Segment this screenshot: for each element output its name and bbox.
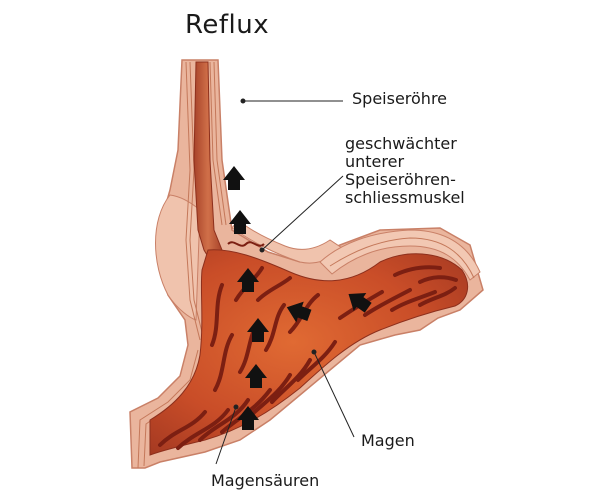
arrow-up-icon [229, 210, 251, 234]
weak-sphincter-line [227, 241, 265, 247]
arrow-up-icon [237, 268, 259, 292]
label-sphincter-line-2: unterer [345, 152, 405, 171]
arrow-left-icon [286, 301, 312, 323]
leader-dot-esophagus [240, 98, 246, 104]
leader-acids [215, 406, 237, 465]
leader-dot-sphincter [259, 247, 265, 253]
leader-stomach [313, 351, 355, 438]
label-sphincter-line-3: Speiseröhren- [345, 170, 456, 189]
label-stomach-acids: Magensäuren [211, 471, 320, 490]
leader-lines [215, 98, 355, 465]
reflux-arrows-up [223, 166, 269, 430]
arrow-up-icon [237, 406, 259, 430]
leader-dot-stomach [311, 349, 317, 355]
label-stomach: Magen [361, 431, 415, 450]
label-esophagus: Speiseröhre [352, 89, 448, 108]
label-sphincter-line-4: schliessmuskel [345, 188, 465, 207]
diagram-title: Reflux [185, 10, 270, 40]
reflux-arrows-left [286, 292, 372, 323]
arrow-up-icon [223, 166, 245, 190]
stomach-upper-wall [319, 229, 481, 281]
sphincter-muscle-right [231, 219, 343, 264]
label-sphincter-line-1: geschwächter [345, 134, 457, 153]
leader-dot-acids [233, 404, 239, 410]
arrow-up-icon [247, 318, 269, 342]
sphincter-muscle [155, 194, 201, 321]
leader-sphincter [261, 175, 344, 251]
wall-stripes [137, 61, 475, 469]
label-sphincter: geschwächter unterer Speiseröhren- schli… [345, 135, 465, 207]
arrow-up-icon [245, 364, 267, 388]
arrow-left-icon [348, 292, 372, 313]
